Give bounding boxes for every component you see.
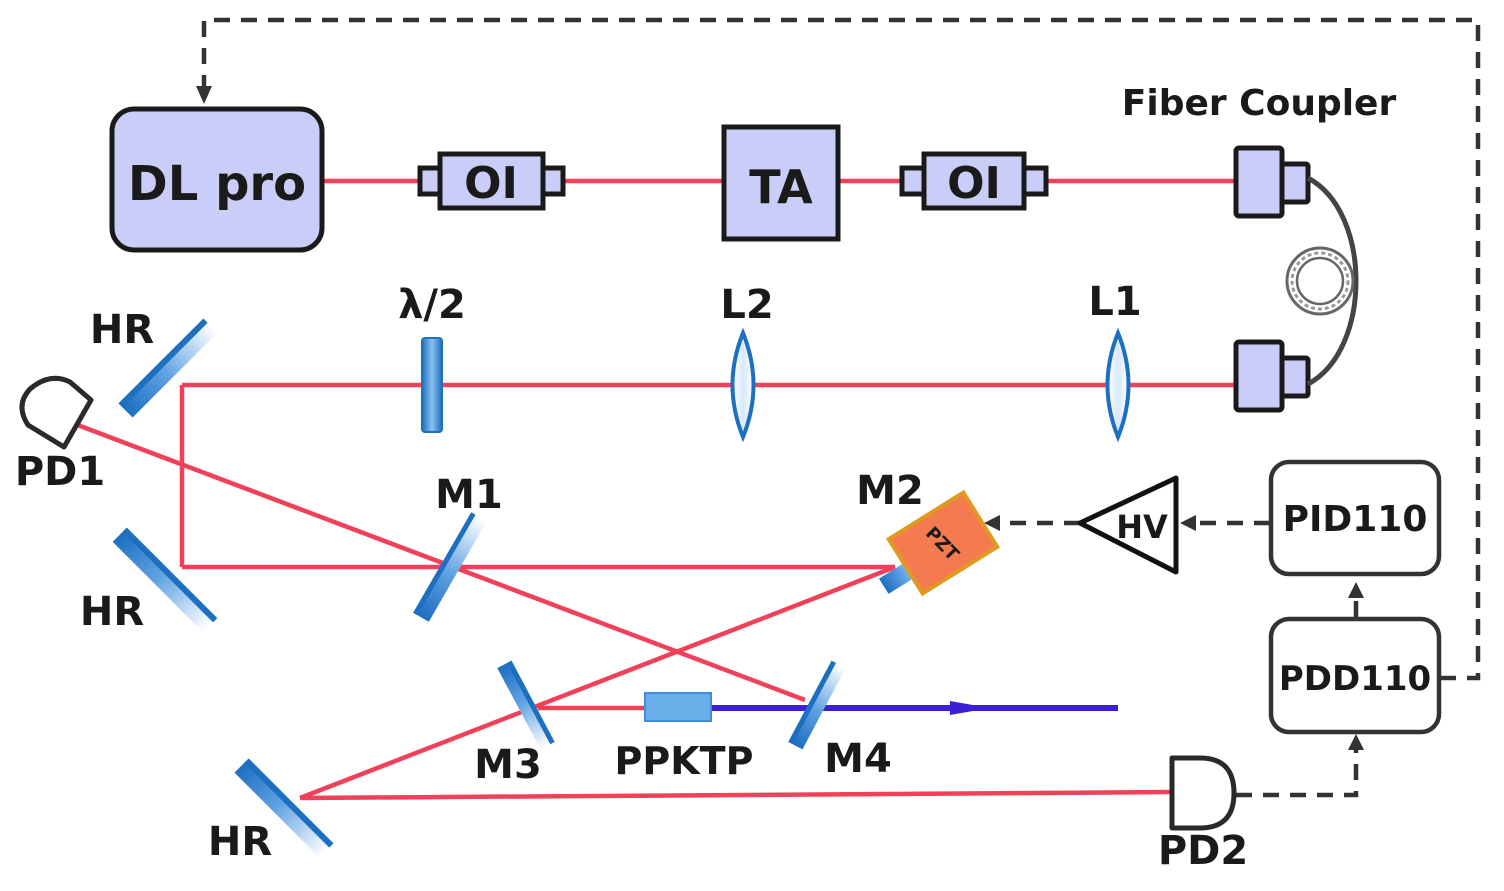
- beam-m4-to-pd1: [74, 421, 806, 703]
- beam-hr-to-pd2: [299, 789, 1173, 801]
- pdd110-label: PDD110: [1279, 659, 1431, 699]
- lens-l2: L2: [720, 282, 774, 443]
- feedback-lines: [196, 17, 1481, 798]
- tapered-amplifier: TA: [721, 124, 841, 242]
- half-wave-label: λ/2: [398, 282, 466, 328]
- fiber-coupler-top: [1233, 145, 1311, 219]
- pid110-label: PID110: [1283, 499, 1428, 540]
- l2-label: L2: [720, 282, 773, 328]
- m2-label: M2: [856, 468, 924, 514]
- fiber-cable: [1285, 175, 1359, 387]
- photodiode-pd1: PD1: [15, 375, 105, 495]
- hr-bottom-label: HR: [208, 819, 272, 865]
- optical-isolator-1: OI: [417, 151, 566, 211]
- hr-middle-label: HR: [80, 589, 144, 635]
- arrow-right-icon: [950, 701, 990, 715]
- dl-pro-laser: DL pro: [109, 106, 325, 253]
- dashed-pd2-to-pdd: [1236, 745, 1359, 798]
- pd1-label: PD1: [15, 449, 105, 495]
- mirror-m4: M4: [788, 660, 892, 782]
- l1-label: L1: [1088, 279, 1141, 325]
- oi-label-1: OI: [464, 158, 518, 209]
- photodiode-pd2: PD2: [1158, 755, 1248, 874]
- beam-m2-to-hr-bottom: [299, 564, 896, 801]
- pzt-actuator: PZT: [885, 489, 1001, 597]
- arrow-up-icon: [1348, 582, 1364, 598]
- m1-label: M1: [435, 472, 503, 518]
- beam-paths: [74, 178, 1235, 801]
- hv-label: HV: [1116, 508, 1168, 546]
- pd2-label: PD2: [1158, 828, 1248, 874]
- hv-amplifier: HV: [1077, 475, 1179, 575]
- lens-l1: L1: [1088, 279, 1142, 443]
- pid110-box: PID110: [1268, 459, 1442, 577]
- ppktp-label: PPKTP: [615, 739, 754, 783]
- sh-beam: [711, 701, 1118, 715]
- dl-pro-label: DL pro: [128, 156, 306, 212]
- ppktp-crystal: PPKTP: [615, 692, 754, 783]
- fiber-coupler-label: Fiber Coupler: [1122, 83, 1397, 124]
- hr-mirror-bottom: HR: [208, 758, 334, 865]
- fiber-coupler-bottom: [1233, 339, 1311, 413]
- half-wave-plate: λ/2: [398, 282, 466, 433]
- arrow-down-icon: [196, 86, 212, 104]
- hr-mirror-middle: HR: [80, 527, 218, 635]
- mirror-m1: M1: [413, 472, 503, 622]
- hr-top-label: HR: [90, 307, 154, 353]
- arrow-left-icon: [1180, 515, 1196, 531]
- mirror-m3: M3: [474, 660, 555, 788]
- oi-label-2: OI: [947, 158, 1001, 209]
- optical-isolator-2: OI: [899, 151, 1049, 211]
- ta-label: TA: [749, 160, 813, 214]
- pdd110-box: PDD110: [1268, 616, 1442, 735]
- hr-mirror-top: HR: [90, 307, 218, 418]
- m4-label: M4: [824, 736, 892, 782]
- mirror-m2: PZT M2: [856, 468, 1001, 597]
- arrow-up-icon: [1348, 734, 1364, 750]
- arrow-left-icon: [984, 515, 1000, 531]
- m3-label: M3: [474, 742, 542, 788]
